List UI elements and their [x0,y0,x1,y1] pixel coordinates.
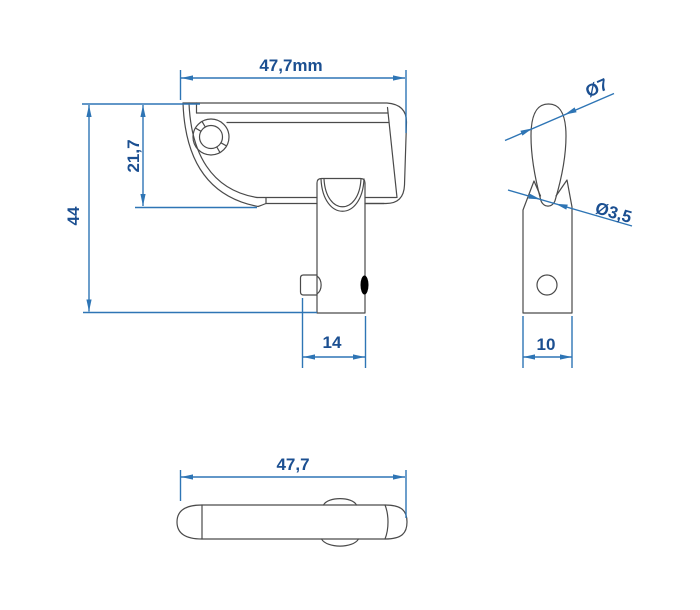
arrow-left-icon [181,474,193,480]
arrow-up-icon [86,105,92,117]
handle-bottom-right-edges [364,196,397,205]
stem-right-pin [360,275,369,295]
bottom-view [176,498,408,547]
handle-outline [182,102,408,205]
stem-outline [316,203,366,314]
pill-body-outline [176,504,408,540]
dim-front-total-height-label: 44 [64,206,83,225]
arrow-down-icon [140,194,146,206]
arrow-diagonal-icon [528,193,541,200]
handle-right-bevel-line [386,106,398,199]
stem-left-lug-pin [316,275,322,295]
pill-right-cap-line [384,504,389,540]
arrow-left-icon [303,354,315,360]
arrow-diagonal-icon [555,203,568,210]
dim-front-width-label: 47,7mm [259,56,322,75]
arrow-right-icon [353,354,365,360]
arrow-down-icon [86,299,92,312]
stem-left-lug [299,274,318,296]
knob-outline [530,103,567,200]
dim-neck-diameter-label: Ø3,5 [593,199,634,227]
pivot-ring-inner [198,124,224,150]
arrow-left-icon [181,75,193,81]
arrow-diagonal-icon [564,107,577,115]
dim-front-width: 47,7mm [179,56,407,133]
dimensions: 47,7mm 44 21,7 14 [64,56,634,518]
dim-stem-width: 14 [301,298,367,368]
arrow-right-icon [560,354,572,360]
dim-front-total-height: 44 [64,103,317,314]
dim-strip-width: 10 [522,316,573,368]
pivot-ring-outer [192,118,230,156]
arch-tab-u-inner [323,178,362,208]
handle-left-curve-outer [182,102,267,208]
front-view [182,102,408,314]
strip-hole [536,274,558,296]
dim-knob-diameter: Ø7 [504,75,615,142]
handle-left-curve-inner [188,102,258,199]
dim-front-body-height: 21,7 [124,105,257,209]
dim-strip-width-label: 10 [537,335,556,354]
knob-slot-bottom [539,198,557,207]
arrow-right-icon [393,474,405,480]
arch-tab-outline [316,177,366,205]
arrow-up-icon [140,105,146,117]
stem-circle-arcs [320,498,360,547]
dim-neck-diameter: Ø3,5 [507,189,634,227]
arrow-diagonal-icon [520,128,533,136]
dim-bottom-length: 47,7 [179,455,407,518]
handle-bottom-left-edges [256,196,318,205]
dim-stem-width-label: 14 [323,333,342,352]
strip-outline [522,179,573,314]
pivot-ring-ticks [194,120,228,154]
dim-bottom-length-label: 47,7 [276,455,309,474]
dim-front-body-height-label: 21,7 [124,139,143,172]
arrow-left-icon [523,354,535,360]
arrow-right-icon [393,75,405,81]
arch-tab-u-outer [320,178,365,212]
